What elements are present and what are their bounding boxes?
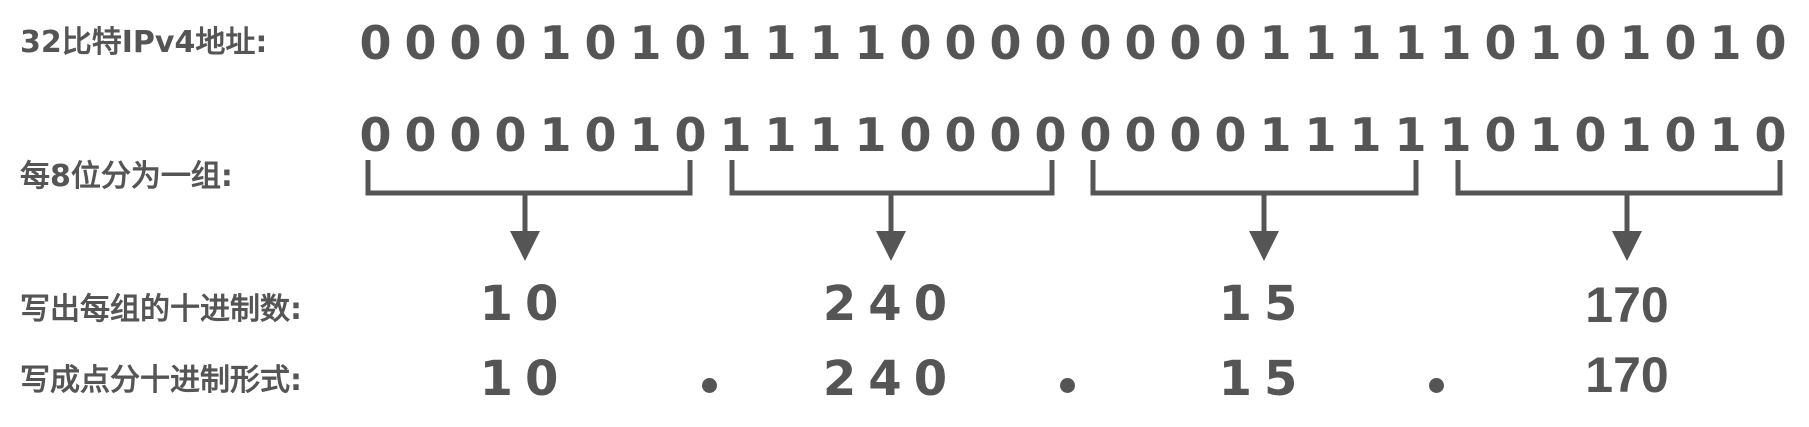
bit: 0 (1169, 16, 1202, 70)
bit: 0 (1124, 16, 1157, 70)
bit: 1 (1349, 108, 1382, 162)
dot-separator (1060, 378, 1075, 393)
bit: 0 (1034, 108, 1067, 162)
bit: 1 (1349, 16, 1382, 70)
decimal-value-3: 15 (1218, 276, 1310, 332)
dot-separator (1429, 378, 1444, 393)
bit: 1 (539, 108, 572, 162)
dotted-value-1: 10 (479, 351, 571, 407)
bit: 0 (449, 16, 482, 70)
row-label-group: 每8位分为一组: (20, 159, 233, 194)
dotted-value-4: 170 (1585, 347, 1669, 403)
bit: 1 (1394, 108, 1427, 162)
bit: 1 (539, 16, 572, 70)
bit: 0 (1079, 108, 1112, 162)
bit: 1 (1619, 16, 1652, 70)
dotted-value-3: 15 (1218, 351, 1310, 407)
row-label-dotted: 写成点分十进制形式: (20, 363, 302, 398)
bit: 0 (584, 108, 617, 162)
bit: 1 (764, 108, 797, 162)
bit: 0 (494, 108, 527, 162)
bit: 1 (1619, 108, 1652, 162)
bit: 0 (1034, 16, 1067, 70)
bit: 0 (359, 16, 392, 70)
bit: 0 (1124, 108, 1157, 162)
decimal-value-2: 240 (822, 276, 960, 332)
bit: 0 (359, 108, 392, 162)
bit: 1 (1709, 16, 1742, 70)
bit: 0 (944, 108, 977, 162)
bit: 0 (989, 108, 1022, 162)
bit: 0 (674, 16, 707, 70)
bit: 1 (1259, 16, 1292, 70)
bit: 0 (449, 108, 482, 162)
bit: 1 (1529, 108, 1562, 162)
decimal-value-1: 10 (479, 276, 571, 332)
bit: 0 (899, 108, 932, 162)
bit: 0 (1664, 108, 1697, 162)
bit: 1 (1529, 16, 1562, 70)
bit: 1 (854, 108, 887, 162)
bit: 0 (1754, 16, 1787, 70)
bit: 1 (809, 108, 842, 162)
bit: 0 (1169, 108, 1202, 162)
bit: 0 (584, 16, 617, 70)
bit: 1 (1439, 108, 1472, 162)
bit: 0 (1574, 16, 1607, 70)
bit: 1 (764, 16, 797, 70)
bit: 1 (1304, 16, 1337, 70)
bit: 0 (1574, 108, 1607, 162)
dot-separator (702, 378, 717, 393)
bit: 0 (494, 16, 527, 70)
decimal-value-4: 170 (1585, 277, 1669, 333)
bit: 0 (1214, 16, 1247, 70)
bit: 1 (629, 108, 662, 162)
bit: 0 (674, 108, 707, 162)
bit: 0 (1214, 108, 1247, 162)
bit: 1 (1439, 16, 1472, 70)
dotted-value-2: 240 (822, 351, 960, 407)
bit: 0 (1664, 16, 1697, 70)
row-label-decimal: 写出每组的十进制数: (20, 292, 302, 327)
bit: 1 (719, 108, 752, 162)
bit: 0 (404, 16, 437, 70)
bracket-4 (1455, 160, 1783, 261)
bit: 0 (1484, 16, 1517, 70)
bit: 0 (944, 16, 977, 70)
bracket-2 (729, 160, 1055, 261)
bracket-1 (365, 160, 693, 261)
bracket-3 (1090, 160, 1419, 261)
bit: 0 (989, 16, 1022, 70)
bit: 0 (404, 108, 437, 162)
bit: 0 (1484, 108, 1517, 162)
bit: 1 (1709, 108, 1742, 162)
bit: 1 (1394, 16, 1427, 70)
bit: 0 (1754, 108, 1787, 162)
bit: 1 (1304, 108, 1337, 162)
bit: 1 (629, 16, 662, 70)
bit: 1 (809, 16, 842, 70)
bit: 0 (1079, 16, 1112, 70)
bit: 1 (854, 16, 887, 70)
bit: 0 (899, 16, 932, 70)
row-label-ipv4: 32比特IPv4地址: (20, 25, 268, 60)
bit: 1 (719, 16, 752, 70)
bit: 1 (1259, 108, 1292, 162)
